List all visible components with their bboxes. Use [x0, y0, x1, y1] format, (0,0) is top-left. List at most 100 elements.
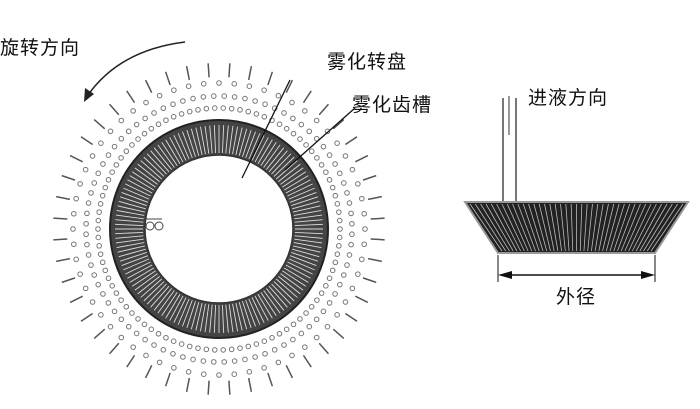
slot-line — [238, 128, 248, 156]
droplet — [82, 285, 89, 292]
side-slot-line — [560, 203, 566, 252]
droplet — [349, 231, 355, 238]
spray-streak — [108, 342, 120, 355]
side-slot-line — [591, 203, 599, 252]
droplet — [216, 80, 222, 86]
droplet — [85, 252, 92, 258]
droplet — [355, 181, 361, 187]
slot-line — [125, 261, 151, 275]
slot-line — [248, 298, 261, 325]
droplet — [336, 209, 342, 215]
droplet — [156, 92, 163, 99]
spray-streak — [69, 295, 84, 304]
spray-streak — [93, 328, 106, 340]
slot-line — [254, 295, 269, 321]
droplet — [281, 342, 287, 348]
droplet — [237, 345, 243, 351]
droplet — [170, 101, 176, 108]
side-slot-line — [635, 203, 663, 252]
slot-line — [117, 245, 146, 253]
droplet — [105, 275, 112, 282]
slot-line — [117, 205, 146, 213]
slot-line — [129, 175, 154, 191]
spray-streak — [185, 377, 191, 392]
spray-streak — [302, 90, 312, 104]
slot-line — [291, 252, 319, 262]
droplet — [210, 93, 217, 99]
side-slot-line — [617, 203, 636, 252]
droplet — [324, 128, 331, 135]
slot-line — [238, 302, 248, 330]
droplet — [336, 170, 343, 177]
slot-line — [288, 187, 315, 200]
droplet — [203, 105, 210, 112]
side-slot-line — [628, 203, 652, 252]
spray-streak — [332, 118, 345, 130]
droplet — [231, 371, 238, 378]
slot-line — [225, 304, 229, 333]
droplet — [262, 101, 268, 108]
spray-streak — [318, 342, 330, 355]
slot-line — [209, 125, 213, 154]
slot-line — [263, 144, 281, 168]
side-slot-line — [587, 203, 593, 252]
droplet — [283, 326, 290, 333]
slot-line — [284, 267, 309, 283]
droplet — [95, 170, 102, 177]
feed-direction-label: 进液方向 — [528, 87, 609, 109]
slot-line — [278, 276, 301, 295]
outer-diameter-dimension — [497, 255, 656, 282]
droplet — [290, 130, 297, 137]
slot-line — [123, 258, 150, 271]
slot-line — [282, 171, 307, 188]
side-slot-line — [554, 203, 562, 252]
droplet — [97, 201, 104, 207]
droplet — [129, 310, 135, 316]
droplet — [332, 291, 338, 297]
droplet — [195, 107, 201, 113]
slot-line — [153, 147, 172, 170]
droplet — [336, 234, 343, 241]
droplet — [95, 217, 102, 224]
spray-streak — [126, 354, 136, 368]
side-slot-line — [549, 203, 559, 252]
slot-line — [157, 290, 175, 314]
droplet — [88, 190, 94, 196]
spray-streak — [370, 217, 385, 220]
slot-line — [186, 129, 196, 157]
side-slot-line — [639, 203, 668, 252]
droplet — [118, 155, 124, 161]
slot-line — [190, 128, 200, 156]
droplet — [346, 252, 353, 258]
slot-line — [251, 297, 265, 323]
slot-line — [254, 137, 269, 163]
droplet — [275, 92, 282, 99]
slot-line — [292, 248, 320, 258]
slot-line — [266, 147, 285, 170]
droplet — [133, 330, 140, 337]
slot-line — [280, 273, 304, 291]
droplet — [143, 352, 149, 359]
slot-line — [157, 144, 175, 168]
slot-line — [275, 160, 298, 180]
droplet — [308, 303, 315, 310]
droplet — [178, 341, 185, 347]
atomizing-slots-label: 雾化齿槽 — [352, 94, 433, 116]
slot-line — [291, 196, 319, 206]
droplet — [200, 358, 207, 364]
droplet — [334, 201, 341, 207]
droplet — [203, 346, 210, 353]
droplet — [99, 192, 106, 199]
slot-line — [169, 137, 184, 163]
spray-streak — [185, 66, 191, 81]
spray-streak — [207, 63, 210, 78]
slot-line — [228, 125, 234, 154]
droplet — [220, 105, 227, 111]
slot-line — [221, 304, 225, 333]
droplet — [231, 80, 238, 87]
droplet — [221, 93, 228, 99]
droplet — [123, 303, 130, 310]
slot-line — [116, 242, 145, 249]
droplet — [88, 262, 94, 268]
droplet — [186, 343, 193, 350]
